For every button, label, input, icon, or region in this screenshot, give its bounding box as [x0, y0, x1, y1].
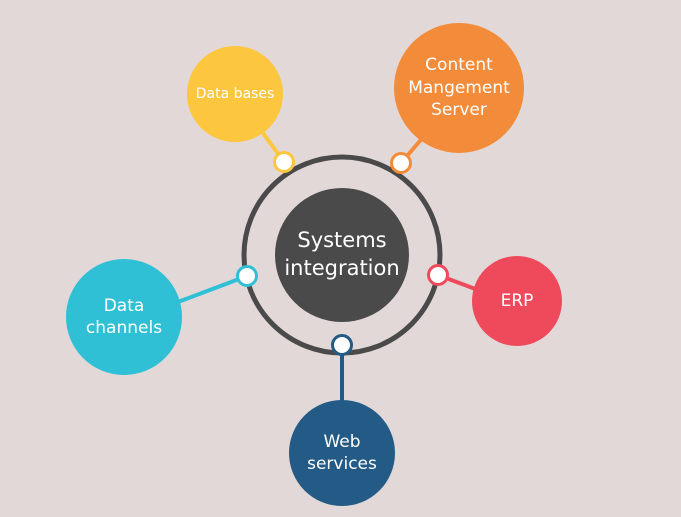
ring-dot-web-services: [331, 334, 353, 356]
data-channels-label: Data channels: [85, 295, 163, 338]
node-erp: [472, 256, 562, 346]
connector-data-channels: [177, 274, 248, 304]
center-circle: [275, 188, 409, 322]
node-web-services: [289, 400, 395, 506]
node-content-management-server: [394, 23, 524, 153]
center-label: Systems integration: [284, 228, 400, 280]
ring-dot-content-management: [390, 152, 412, 174]
ring-dot-data-bases: [273, 151, 295, 173]
node-data-channels: [66, 259, 182, 375]
ring-dot-data-channels: [236, 265, 258, 287]
erp-label: ERP: [500, 290, 534, 311]
ring-dot-erp: [427, 264, 449, 286]
web-services-label: Web services: [307, 431, 377, 474]
node-data-bases: [187, 46, 283, 142]
data-bases-label: Data bases: [195, 85, 275, 102]
content-management-server-label: Content Mangement Server: [408, 55, 510, 121]
